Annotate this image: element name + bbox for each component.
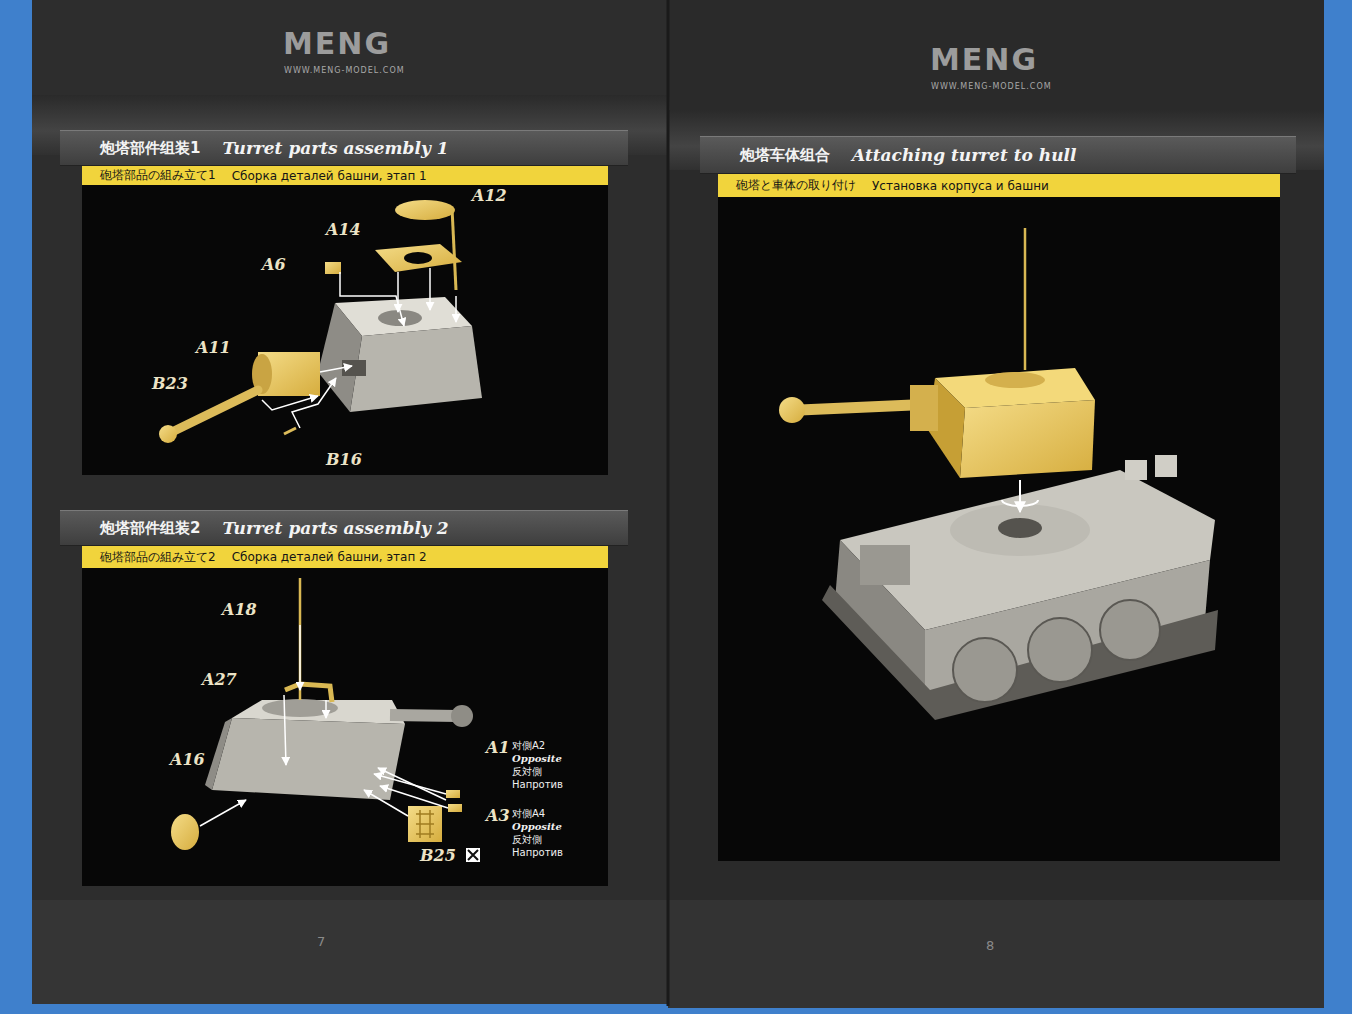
step-header: 炮塔部件组装1 Turret parts assembly 1 bbox=[60, 130, 628, 166]
brand-url: WWW.MENG-MODEL.COM bbox=[284, 66, 405, 75]
step-title-translation: Сборка деталей башни, этап 2 bbox=[232, 550, 427, 564]
opposite-note: 反対側 bbox=[512, 834, 542, 846]
brand-logo: MENG bbox=[930, 42, 1038, 77]
page-number: 7 bbox=[317, 934, 325, 949]
opposite-note: Opposite bbox=[512, 753, 562, 764]
part-number: A11 bbox=[196, 338, 231, 357]
opposite-note: Напротив bbox=[512, 847, 563, 859]
part-number: A12 bbox=[472, 186, 507, 205]
opposite-note: Opposite bbox=[512, 821, 562, 832]
opposite-note: 对側A4 bbox=[512, 808, 545, 820]
part-number: A18 bbox=[222, 600, 257, 619]
part-number: B25 bbox=[420, 846, 456, 865]
step-subtitle-bar: 砲塔部品の組み立て2 Сборка деталей башни, этап 2 bbox=[82, 546, 608, 568]
part-number: A6 bbox=[262, 255, 286, 274]
step-header: 炮塔车体组合 Attaching turret to hull bbox=[700, 136, 1296, 174]
part-number: A27 bbox=[202, 670, 237, 689]
step-title: 砲塔と車体の取り付け bbox=[736, 177, 856, 194]
page-number: 8 bbox=[986, 938, 994, 953]
opposite-note: 反対側 bbox=[512, 766, 542, 778]
opposite-note: Напротив bbox=[512, 779, 563, 791]
step-title-translation: Attaching turret to hull bbox=[852, 145, 1076, 165]
step-title: 炮塔部件组装1 bbox=[100, 139, 200, 158]
step-title: 砲塔部品の組み立て2 bbox=[100, 549, 216, 566]
part-number: A1 bbox=[486, 738, 510, 757]
step-title-translation: Turret parts assembly 1 bbox=[222, 138, 448, 158]
brand-url: WWW.MENG-MODEL.COM bbox=[931, 82, 1052, 91]
step-title: 砲塔部品の組み立て1 bbox=[100, 167, 216, 184]
step-title-translation: Установка корпуса и башни bbox=[872, 179, 1049, 193]
step-header: 炮塔部件组装2 Turret parts assembly 2 bbox=[60, 510, 628, 546]
part-number: A16 bbox=[170, 750, 205, 769]
step-subtitle-bar: 砲塔部品の組み立て1 Сборка деталей башни, этап 1 bbox=[82, 166, 608, 185]
part-number: A3 bbox=[486, 806, 510, 825]
step-title: 炮塔车体组合 bbox=[740, 146, 830, 165]
step-title-translation: Turret parts assembly 2 bbox=[222, 518, 448, 538]
opposite-note: 对側A2 bbox=[512, 740, 545, 752]
step-subtitle-bar: 砲塔と車体の取り付け Установка корпуса и башни bbox=[718, 174, 1280, 197]
part-number: B23 bbox=[152, 374, 188, 393]
step-title-translation: Сборка деталей башни, этап 1 bbox=[232, 169, 427, 183]
part-number: A14 bbox=[326, 220, 361, 239]
brand-logo: MENG bbox=[283, 26, 391, 61]
step-title: 炮塔部件组装2 bbox=[100, 519, 200, 538]
part-number: B16 bbox=[326, 450, 362, 469]
